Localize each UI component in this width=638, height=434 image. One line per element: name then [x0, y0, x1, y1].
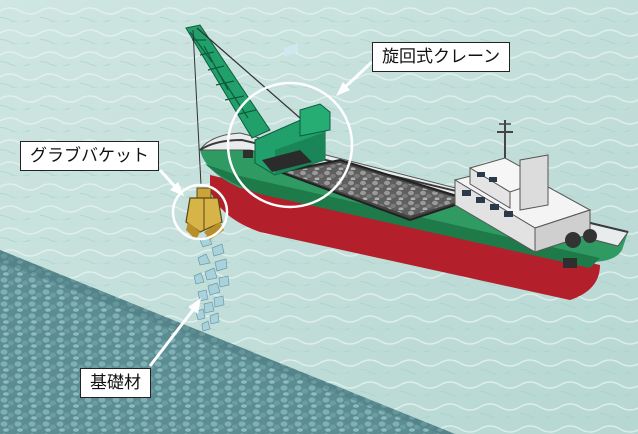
bucket-highlight-circle — [171, 183, 229, 241]
crane-highlight-circle — [226, 81, 354, 209]
crane-label: 旋回式クレーン — [372, 42, 511, 72]
grab-bucket — [185, 187, 224, 240]
slewing-crane — [185, 24, 331, 186]
foundation-label: 基礎材 — [80, 368, 151, 398]
bridge — [453, 120, 592, 253]
falling-foundation-material — [193, 235, 230, 332]
ship — [199, 120, 629, 300]
grab-bucket-label: グラブバケット — [20, 141, 159, 171]
pointer-arrows — [148, 60, 374, 367]
